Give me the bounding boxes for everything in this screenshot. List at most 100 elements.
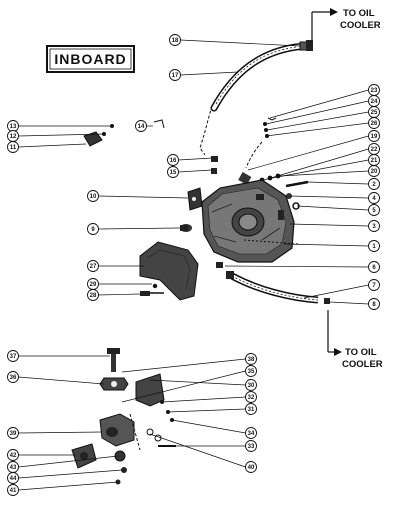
leader-24 bbox=[265, 100, 369, 125]
callout-number-20: 20 bbox=[371, 169, 378, 175]
callout-number-42: 42 bbox=[10, 453, 17, 459]
callout-number-29: 29 bbox=[90, 282, 97, 288]
callout-number-30: 30 bbox=[248, 383, 255, 389]
callout-number-11: 11 bbox=[10, 145, 17, 151]
callout-number-32: 32 bbox=[248, 395, 255, 401]
leader-lines bbox=[18, 39, 369, 491]
callout-circle-38 bbox=[245, 353, 257, 365]
callout-circle-42 bbox=[7, 449, 19, 461]
leader-11 bbox=[18, 143, 87, 148]
leader-6 bbox=[224, 265, 369, 268]
leader-40 bbox=[149, 433, 246, 468]
callout-number-44: 44 bbox=[10, 476, 17, 482]
leader-31 bbox=[167, 408, 246, 413]
callout-number-26: 26 bbox=[371, 121, 378, 127]
callout-number-31: 31 bbox=[248, 407, 255, 413]
small-parts-left bbox=[83, 119, 218, 174]
callout-circle-32 bbox=[245, 391, 257, 403]
leader-21 bbox=[271, 159, 369, 179]
callout-circle-36 bbox=[7, 371, 19, 383]
callout-number-34: 34 bbox=[248, 431, 255, 437]
callout-circle-17 bbox=[169, 69, 181, 81]
leader-23 bbox=[269, 89, 369, 119]
leader-36 bbox=[18, 376, 105, 385]
callout-number-8: 8 bbox=[372, 302, 376, 308]
callout-number-22: 22 bbox=[371, 147, 378, 153]
cover-plate bbox=[187, 187, 203, 211]
callout-circle-30 bbox=[245, 379, 257, 391]
leader-18 bbox=[180, 39, 301, 47]
callout-number-23: 23 bbox=[371, 88, 378, 94]
callout-circle-3 bbox=[368, 220, 380, 232]
callout-number-41: 41 bbox=[10, 488, 17, 494]
callout-circle-10 bbox=[87, 190, 99, 202]
callout-circle-44 bbox=[7, 472, 19, 484]
leader-26 bbox=[265, 122, 369, 137]
callout-number-16: 16 bbox=[170, 158, 177, 164]
leader-44 bbox=[18, 469, 123, 479]
callout-circle-20 bbox=[368, 165, 380, 177]
callout-circle-18 bbox=[169, 34, 181, 46]
callout-circle-5 bbox=[368, 204, 380, 216]
leader-3 bbox=[289, 223, 369, 227]
callout-number-10: 10 bbox=[90, 194, 97, 200]
callout-number-39: 39 bbox=[10, 431, 17, 437]
callout-circle-35 bbox=[245, 365, 257, 377]
leader-2 bbox=[307, 181, 369, 185]
callout-circle-16 bbox=[167, 154, 179, 166]
leader-15 bbox=[178, 169, 213, 173]
callout-circle-4 bbox=[368, 192, 380, 204]
inboard-title: INBOARD bbox=[46, 45, 135, 73]
leader-25 bbox=[266, 111, 369, 131]
leader-1 bbox=[283, 243, 369, 247]
callout-circle-40 bbox=[245, 461, 257, 473]
side-fitting bbox=[180, 224, 192, 232]
callout-number-15: 15 bbox=[170, 170, 177, 176]
callout-circle-37 bbox=[7, 350, 19, 362]
callout-number-28: 28 bbox=[90, 293, 97, 299]
callout-number-9: 9 bbox=[91, 227, 95, 233]
leader-8 bbox=[329, 301, 369, 305]
callout-circle-2 bbox=[368, 178, 380, 190]
callout-number-1: 1 bbox=[372, 244, 376, 250]
callout-number-36: 36 bbox=[10, 375, 17, 381]
callouts: 1817232425261922212024531678131211141615… bbox=[7, 34, 380, 496]
callout-number-33: 33 bbox=[248, 444, 255, 450]
callout-number-14: 14 bbox=[138, 124, 145, 130]
callout-number-21: 21 bbox=[371, 158, 378, 164]
callout-number-6: 6 bbox=[372, 265, 376, 271]
fitting-parts-upper bbox=[238, 117, 309, 210]
leader-12 bbox=[18, 133, 105, 137]
leader-22 bbox=[263, 148, 369, 181]
callout-number-17: 17 bbox=[172, 73, 179, 79]
leader-4 bbox=[289, 195, 369, 199]
callout-number-43: 43 bbox=[10, 465, 17, 471]
mount-bracket bbox=[139, 241, 199, 301]
callout-circle-27 bbox=[87, 260, 99, 272]
callout-circle-14 bbox=[135, 120, 147, 132]
callout-circle-15 bbox=[167, 166, 179, 178]
hose-lower bbox=[216, 262, 330, 304]
leader-28 bbox=[98, 293, 141, 296]
callout-circle-1 bbox=[368, 240, 380, 252]
callout-circle-28 bbox=[87, 289, 99, 301]
callout-circle-26 bbox=[368, 117, 380, 129]
callout-circle-34 bbox=[245, 427, 257, 439]
leader-16 bbox=[178, 157, 213, 161]
leader-39 bbox=[18, 431, 103, 434]
oil-cooler-top-line1: TO OIL bbox=[343, 8, 375, 19]
callout-circle-19 bbox=[368, 130, 380, 142]
leader-30 bbox=[149, 379, 246, 386]
oil-cooler-bottom-line1: TO OIL bbox=[345, 347, 377, 358]
callout-number-40: 40 bbox=[248, 465, 255, 471]
callout-number-35: 35 bbox=[248, 369, 255, 375]
callout-number-25: 25 bbox=[371, 110, 378, 116]
callout-number-13: 13 bbox=[10, 124, 17, 130]
lower-assembly bbox=[71, 348, 176, 485]
callout-circle-6 bbox=[368, 261, 380, 273]
leader-19 bbox=[247, 135, 369, 171]
leader-32 bbox=[161, 396, 246, 403]
callout-number-2: 2 bbox=[372, 182, 376, 188]
